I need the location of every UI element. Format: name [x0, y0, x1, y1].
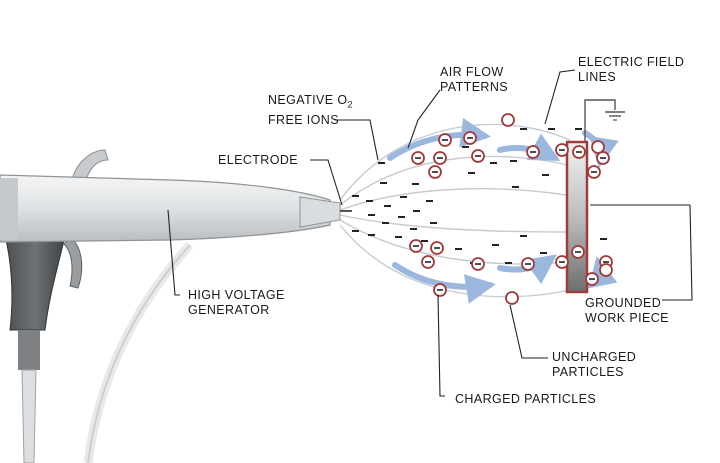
charged-particles-group — [409, 131, 613, 297]
uncharged-particle — [505, 291, 519, 305]
negative-ion — [490, 162, 497, 164]
negative-ion — [378, 162, 385, 164]
gun-body — [0, 174, 331, 243]
charged-particle — [438, 133, 452, 147]
uncharged-particles-group — [501, 113, 613, 305]
negative-ion — [384, 205, 391, 207]
negative-ion — [380, 182, 387, 184]
spray-gun — [0, 149, 352, 463]
negative-ion — [520, 128, 527, 130]
negative-ion — [421, 240, 428, 242]
charged-particle — [585, 272, 599, 286]
negative-ion — [520, 235, 527, 237]
uncharged-particle — [591, 140, 605, 154]
charged-particle — [463, 131, 477, 145]
negative-ion — [542, 174, 549, 176]
label-uncharged-particles: UNCHARGED PARTICLES — [552, 350, 637, 379]
negative-ion — [382, 222, 389, 224]
negative-ion — [412, 183, 419, 185]
negative-ion — [426, 200, 433, 202]
negative-ion — [430, 222, 437, 224]
charged-particle — [409, 239, 423, 253]
negative-ion — [368, 214, 375, 216]
label-grounded-work-piece: GROUNDED WORK PIECE — [585, 296, 669, 325]
negative-ion — [410, 228, 417, 230]
label-negative-ions: NEGATIVE O2 FREE IONS — [268, 93, 353, 127]
negative-ion — [398, 216, 405, 218]
charged-particle — [571, 245, 585, 259]
negative-ion — [395, 236, 402, 238]
charged-particle — [433, 283, 447, 297]
label-leader-lines — [167, 69, 693, 397]
gun-nozzle — [299, 196, 341, 228]
negative-ion — [455, 248, 462, 250]
label-charged-particles: CHARGED PARTICLES — [455, 392, 597, 406]
negative-ion — [575, 128, 582, 130]
gun-trigger — [63, 237, 83, 289]
negative-ion — [505, 262, 512, 264]
charged-particle — [471, 149, 485, 163]
negative-ion — [548, 128, 555, 130]
charged-particle — [555, 255, 569, 269]
negative-ion — [600, 238, 607, 240]
negative-ion — [540, 252, 547, 254]
charged-particle — [587, 165, 601, 179]
negative-ion — [512, 186, 519, 188]
label-high-voltage-generator: HIGH VOLTAGE GENERATOR — [188, 288, 285, 317]
power-cable — [83, 241, 194, 463]
negative-ion — [368, 234, 375, 236]
label-air-flow-patterns: AIR FLOW PATTERNS — [440, 65, 509, 94]
label-electric-field-lines: ELECTRIC FIELD LINES — [578, 55, 685, 84]
negative-free-ions — [352, 128, 607, 264]
uncharged-particle — [599, 263, 613, 277]
negative-ion — [352, 195, 359, 197]
negative-ion — [462, 146, 469, 148]
negative-ion — [352, 230, 359, 232]
uncharged-particle — [501, 113, 515, 127]
gun-handle — [4, 234, 66, 331]
negative-ion — [413, 210, 420, 212]
charged-particle — [430, 241, 444, 255]
charged-particle — [521, 257, 535, 271]
charged-particle — [555, 143, 569, 157]
charged-particle — [526, 145, 540, 159]
negative-ion — [366, 200, 373, 202]
charged-particle — [433, 151, 447, 165]
negative-ion — [492, 244, 499, 246]
negative-ion — [468, 172, 475, 174]
charged-particle — [411, 151, 425, 165]
label-electrode: ELECTRODE — [218, 153, 299, 167]
negative-ion — [510, 160, 517, 162]
charged-particle — [428, 165, 442, 179]
charged-particle — [596, 151, 610, 165]
charged-particle — [471, 257, 485, 271]
charged-particle — [572, 145, 586, 159]
negative-ion — [400, 196, 407, 198]
charged-particle — [421, 255, 435, 269]
